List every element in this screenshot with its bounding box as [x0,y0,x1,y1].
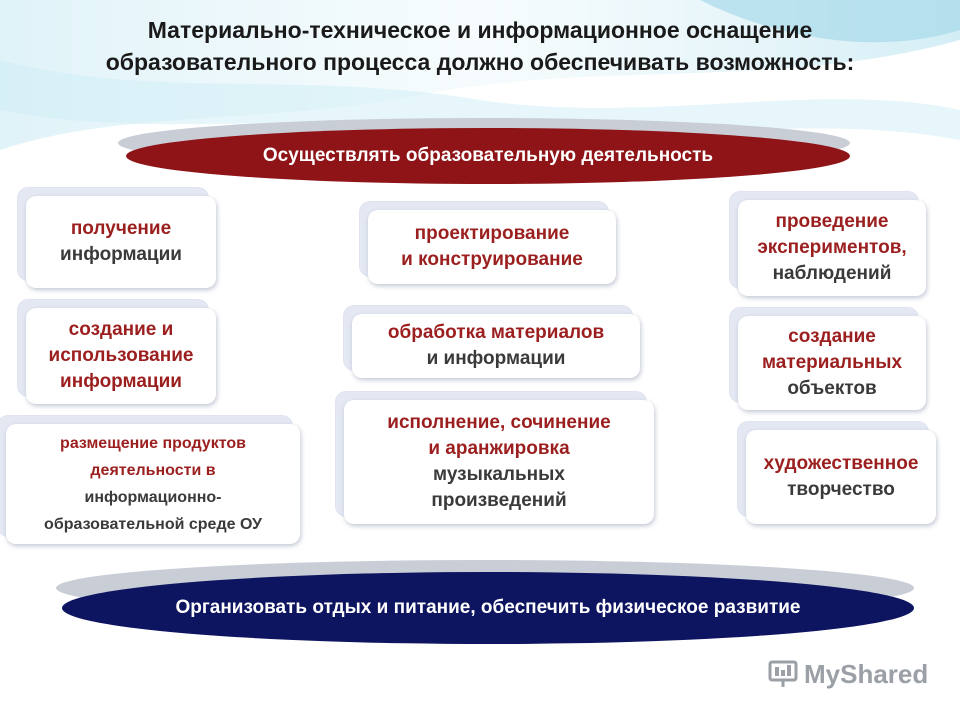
card-right-2-line-1: создание [788,326,876,347]
card-center-2: обработка материалов и информации [344,306,640,378]
bottom-banner: Организовать отдых и питание, обеспечить… [62,572,914,644]
card-center-3: исполнение, сочинение и аранжировка музы… [336,392,654,524]
card-right-2: создание материальных объектов [730,308,926,410]
watermark-logo: MyShared [768,654,928,694]
presentation-board-icon [768,660,798,687]
card-right-1-line-3: наблюдений [772,263,892,284]
card-left-2: создание и использование информации [18,300,216,404]
card-left-3-line-3: информационно- [84,489,222,506]
card-left-2-line-3: информации [60,371,182,392]
card-right-1-line-1: проведение [775,211,889,232]
card-center-1-line-1: проектирование [414,223,570,244]
top-banner-label: Осуществлять образовательную деятельност… [262,145,714,166]
card-left-3-line-2: деятельности в [90,462,216,479]
card-left-3-line-4: образовательной среде ОУ [44,516,262,533]
title-line-1: Материально-техническое и информационное… [147,17,813,43]
card-right-1: проведение экспериментов, наблюдений [730,192,926,296]
card-right-2-line-3: объектов [787,378,877,399]
card-right-1-line-2: экспериментов, [757,237,907,258]
card-left-1: получение информации [18,188,216,288]
title-line-2: образовательного процесса должно обеспеч… [105,49,855,75]
page-title: Материально-техническое и информационное… [40,14,920,78]
card-left-3: размещение продуктов деятельности в инфо… [0,416,300,544]
card-center-2-line-1: обработка материалов [387,322,605,343]
watermark-text: MyShared [804,658,929,689]
card-center-3-line-3: музыкальных [433,464,565,485]
card-left-2-line-2: использование [48,345,194,366]
card-right-3-line-2: творчество [787,479,895,500]
card-left-2-line-1: создание и [68,319,174,340]
card-right-2-line-2: материальных [761,352,903,373]
background-wave [0,0,960,150]
top-banner: Осуществлять образовательную деятельност… [126,128,850,184]
card-left-1-line-1: получение [70,218,172,239]
card-center-3-line-4: произведений [431,490,567,511]
card-right-3-line-1: художественное [763,453,919,474]
card-center-1: проектирование и конструирование [360,202,616,284]
card-left-3-line-1: размещение продуктов [60,435,246,452]
card-right-3: художественное творчество [738,422,936,524]
card-center-2-line-2: и информации [426,348,566,369]
card-center-3-line-1: исполнение, сочинение [387,412,611,433]
card-left-1-line-2: информации [60,244,182,265]
bottom-banner-label: Организовать отдых и питание, обеспечить… [175,597,801,618]
card-center-3-line-2: и аранжировка [428,438,570,459]
card-center-1-line-2: и конструирование [401,249,583,270]
